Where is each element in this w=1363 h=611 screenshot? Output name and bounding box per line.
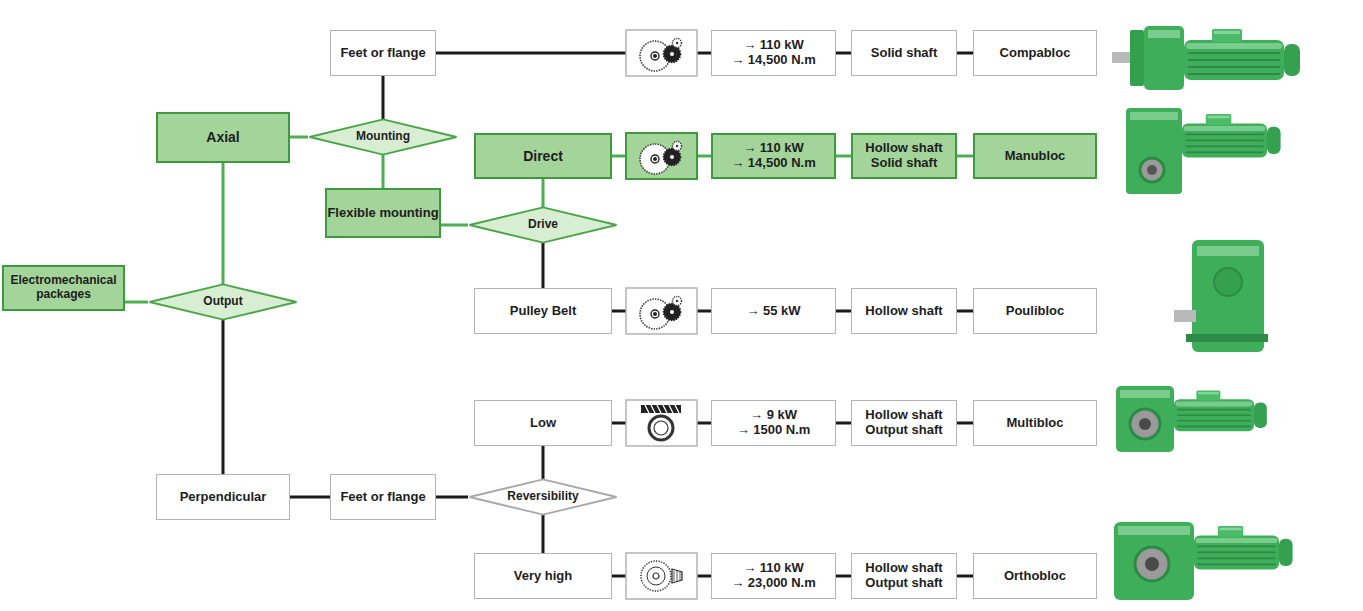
node-text: → 23,000 N.m <box>731 576 816 591</box>
node-text: Hollow shaft <box>865 141 942 156</box>
connector-line <box>542 446 545 479</box>
decision-diamond: Output <box>148 284 298 320</box>
root-box: Electromechanical packages <box>2 265 125 311</box>
rating-box: → 110 kW→ 23,000 N.m <box>711 553 836 599</box>
product-box: Multibloc <box>973 400 1097 446</box>
connector-line <box>957 155 973 158</box>
connector-line <box>957 310 973 313</box>
choice-box: Perpendicular <box>156 474 290 520</box>
connector-line <box>836 310 851 313</box>
node-text: Drive <box>528 218 558 232</box>
choice-box: Low <box>474 400 612 446</box>
rating-box: → 110 kW→ 14,500 N.m <box>711 30 836 76</box>
choice-box: Feet or flange <box>330 30 436 76</box>
node-text: → 14,500 N.m <box>731 53 816 68</box>
connector-line <box>290 136 308 139</box>
node-text: Reversibility <box>507 490 578 504</box>
node-text: Perpendicular <box>180 490 267 505</box>
node-text: Direct <box>523 148 563 164</box>
node-text: Solid shaft <box>871 156 937 171</box>
choice-box: Direct <box>474 133 612 179</box>
connector-line <box>382 155 385 188</box>
node-text: Low <box>530 416 556 431</box>
node-text: Manubloc <box>1005 149 1066 164</box>
connector-line <box>382 76 385 119</box>
gear-icon-boxes <box>626 30 697 599</box>
node-text: Mounting <box>356 130 410 144</box>
product-box: Compabloc <box>973 30 1097 76</box>
node-text: Multibloc <box>1006 416 1063 431</box>
rating-box: → 110 kW→ 14,500 N.m <box>711 133 836 179</box>
node-text: Very high <box>514 569 573 584</box>
node-text: Orthobloc <box>1004 569 1066 584</box>
node-text: Compabloc <box>1000 46 1071 61</box>
shaft-box: Solid shaft <box>851 30 957 76</box>
node-text: → 110 kW <box>743 38 804 53</box>
node-text: Hollow shaft <box>865 304 942 319</box>
decision-diamond: Mounting <box>308 119 458 155</box>
connector-line <box>836 155 851 158</box>
node-text: Hollow shaft <box>865 408 942 423</box>
choice-box: Axial <box>156 112 290 163</box>
choice-box: Very high <box>474 553 612 599</box>
connector-line <box>836 422 851 425</box>
node-text: Axial <box>206 129 239 145</box>
connector-line <box>222 320 225 474</box>
rating-box: → 55 kW <box>711 288 836 334</box>
node-text: Feet or flange <box>340 490 425 505</box>
shaft-box: Hollow shaftOutput shaft <box>851 400 957 446</box>
node-text: Output shaft <box>865 576 942 591</box>
node-text: Output <box>203 295 242 309</box>
node-text: → 9 kW <box>750 408 797 423</box>
product-box: Orthobloc <box>973 553 1097 599</box>
decision-diamond: Drive <box>468 207 618 243</box>
rating-box: → 9 kW→ 1500 N.m <box>711 400 836 446</box>
node-text: Electromechanical packages <box>4 274 123 302</box>
connector-line <box>542 179 545 207</box>
node-text: Flexible mounting <box>327 206 438 221</box>
node-text: → 110 kW <box>743 561 804 576</box>
connector-line <box>441 224 468 227</box>
connector-line <box>542 515 545 553</box>
node-text: Pulley Belt <box>510 304 576 319</box>
node-text: → 55 kW <box>746 304 800 319</box>
connector-line <box>836 52 851 55</box>
choice-box: Feet or flange <box>330 474 436 520</box>
connector-line <box>125 301 148 304</box>
connector-line <box>957 52 973 55</box>
node-text: Output shaft <box>865 423 942 438</box>
decision-diamond: Reversibility <box>468 479 618 515</box>
product-photos <box>1112 26 1300 600</box>
connector-line <box>836 575 851 578</box>
connector-line <box>957 575 973 578</box>
shaft-box: Hollow shaftOutput shaft <box>851 553 957 599</box>
connector-line <box>957 422 973 425</box>
node-text: Solid shaft <box>871 46 937 61</box>
shaft-box: Hollow shaft <box>851 288 957 334</box>
product-box: Poulibloc <box>973 288 1097 334</box>
shaft-box: Hollow shaftSolid shaft <box>851 133 957 179</box>
node-text: → 1500 N.m <box>737 423 811 438</box>
node-text: → 14,500 N.m <box>731 156 816 171</box>
product-box: Manubloc <box>973 133 1097 179</box>
choice-box: Pulley Belt <box>474 288 612 334</box>
node-text: Hollow shaft <box>865 561 942 576</box>
node-text: Feet or flange <box>340 46 425 61</box>
choice-box: Flexible mounting <box>325 188 441 238</box>
connector-line <box>290 496 330 499</box>
node-text: → 110 kW <box>743 141 804 156</box>
connector-line <box>436 496 468 499</box>
node-text: Poulibloc <box>1006 304 1065 319</box>
connector-line <box>542 243 545 288</box>
connector-line <box>222 163 225 284</box>
